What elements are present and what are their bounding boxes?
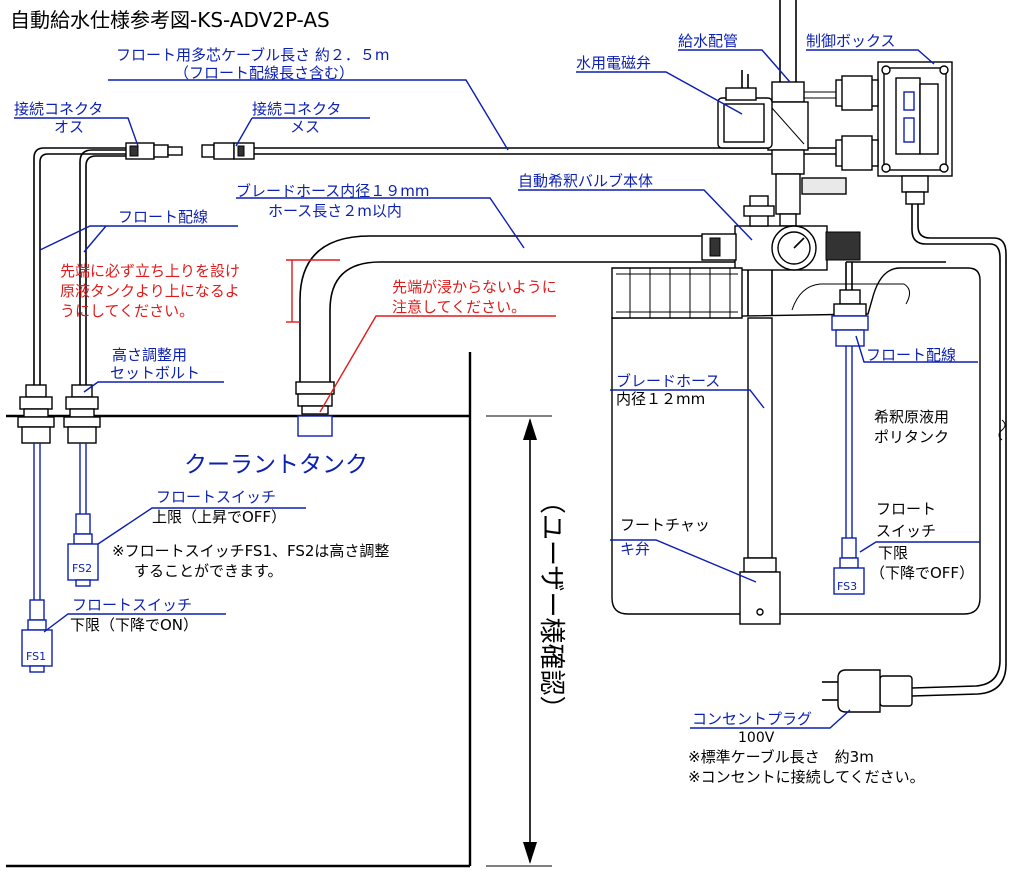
cable-note-1: ※標準ケーブル長さ 約3m [688, 748, 874, 766]
user-confirm-label: （ユーザー様確認） [536, 488, 566, 721]
braided-hose-19-label-2: ホース長さ２m以内 [268, 202, 402, 220]
warning-rise-line-1: 先端に必ず立ち上りを設け [60, 262, 240, 280]
braided-hose-12-label-1: ブレードホース [616, 372, 720, 390]
fs3-label-3: 下限 [878, 544, 908, 562]
fs1-tag: FS1 [26, 650, 46, 663]
braided-hose-12-label-2: 内径１２mm [616, 390, 705, 408]
poly-tank [611, 261, 981, 615]
height-bolt-label-1: 高さ調整用 [112, 346, 187, 364]
fs-upper-label-2: 上限（上昇でOFF） [152, 508, 286, 526]
power-cord [911, 204, 1007, 697]
fs-note-line-1: ※フロートスイッチFS1、FS2は高さ調整 [112, 542, 389, 560]
height-bolt-label-2: セットボルト [110, 364, 200, 382]
foot-check-label-1: フートチャッ [620, 516, 710, 534]
warning-tip-line-2: 注意してください。 [392, 298, 526, 316]
fs3-tag: FS3 [837, 580, 857, 593]
diagram-title: 自動給水仕様参考図-KS-ADV2P-AS [10, 8, 330, 32]
solenoid-valve [717, 70, 773, 149]
poly-tank-label-1: 希釈原液用 [874, 408, 949, 426]
fs-lower-left-label-2: 下限（下降でON） [70, 616, 198, 634]
fs-lower-left-label-1: フロートスイッチ [72, 596, 192, 614]
fs3-label-4: （下降でOFF） [870, 564, 974, 582]
connector-male-label-1: 接続コネクタ [14, 100, 103, 118]
float-cable-length-label: フロート用多芯ケーブル長さ 約２．５m [116, 46, 389, 64]
power-plug [822, 669, 913, 713]
connector-female-label-1: 接続コネクタ [252, 100, 341, 118]
coolant-tank-label: クーラントタンク [184, 452, 368, 478]
control-box-label: 制御ボックス [806, 32, 896, 50]
connector-male-label-2: オス [54, 118, 84, 136]
warning-rise-line-2: 原液タンクより上になるよ [60, 282, 240, 300]
braided-hose-19mm [295, 235, 735, 437]
connector-female [201, 142, 255, 160]
leader-lines [14, 49, 980, 729]
float-switch-fs1-assembly [17, 384, 55, 673]
foot-check-label-2: キ弁 [620, 540, 650, 558]
fs-upper-label-1: フロートスイッチ [156, 488, 276, 506]
fs3-label-2: スイッチ [876, 522, 936, 540]
float-wiring-right-label: フロート配線 [866, 346, 956, 364]
warning-rise-line-3: うにしてください。 [60, 302, 194, 320]
braided-hose-12mm [739, 317, 781, 625]
control-box [804, 61, 953, 205]
braided-hose-19-label-1: ブレードホース内径１９mm [236, 182, 429, 200]
cable-note-2: ※コンセントに接続してください。 [688, 768, 925, 786]
solenoid-valve-label: 水用電磁弁 [576, 54, 651, 72]
float-cable-note-label: （フロート配線長さ含む） [174, 64, 354, 82]
fs-note-line-2: することができます。 [134, 562, 283, 580]
water-supply-pipe [767, 0, 847, 227]
water-pipe-label: 給水配管 [678, 32, 738, 50]
plug-label-2: 100V [738, 730, 775, 746]
fs2-tag: FS2 [72, 562, 92, 575]
fs3-label-1: フロート [876, 500, 936, 518]
float-switch-fs2-assembly [63, 384, 101, 587]
dilution-valve-label: 自動希釈バルブ本体 [518, 172, 653, 190]
float-wiring-left-label: フロート配線 [118, 208, 208, 226]
connector-female-label-2: メス [290, 118, 320, 136]
poly-tank-label-2: ポリタンク [874, 428, 949, 446]
dilution-valve-body [701, 195, 861, 330]
plug-label-1: コンセントプラグ [692, 710, 812, 728]
float-switch-fs3-assembly [831, 262, 869, 595]
rise-height-marker [286, 259, 556, 413]
connector-male [125, 142, 183, 160]
height-dimension-arrow [486, 415, 552, 867]
warning-tip-line-1: 先端が浸からないように [392, 278, 557, 296]
